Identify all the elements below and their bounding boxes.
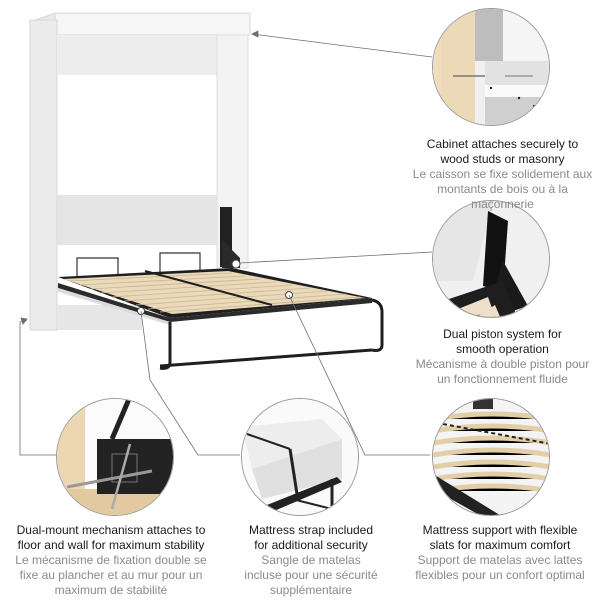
slats-icon [433,399,549,515]
detail-mount-circle [56,398,174,516]
detail-strap-circle [241,398,359,516]
screw-mount-icon [57,399,173,515]
caption-fr-line: Mécanisme à double piston pour [415,357,590,371]
caption-fr-line: montants de bois ou à la maçonnerie [437,182,568,211]
wall-anchor-icon [433,9,549,125]
caption-en-line: Mattress support with flexible [422,523,578,537]
caption-fr-line: Le mécanisme de fixation double se [15,553,207,567]
caption-en-line: slats for maximum comfort [429,538,571,552]
caption-fr-line: un fonctionnement fluide [437,372,568,386]
caption-en-line: Dual piston system for [443,327,562,341]
caption-strap: Mattress strap included for additional s… [222,523,400,598]
piston-icon [433,201,549,317]
caption-en-line: Cabinet attaches securely to [426,137,579,151]
caption-fr-line: supplémentaire [269,583,353,597]
detail-piston-circle [432,200,550,318]
caption-fr-line: maximum de stabilité [54,583,168,597]
caption-en-line: floor and wall for maximum stability [17,538,205,552]
caption-slats: Mattress support with flexible slats for… [400,523,600,583]
caption-fr-line: Support de matelas avec lattes [417,553,583,567]
detail-slats-circle [432,398,550,516]
caption-cabinet: Cabinet attaches securely to wood studs … [405,137,600,212]
caption-fr-line: fixe au plancher et au mur pour un [19,568,203,582]
caption-fr-line: Le caisson se fixe solidement aux [412,167,593,181]
caption-en-line: smooth operation [456,342,549,356]
caption-en-line: Dual-mount mechanism attaches to [16,523,206,537]
caption-fr-line: incluse pour une sécurité [244,568,378,582]
detail-cabinet-circle [432,8,550,126]
caption-mount: Dual-mount mechanism attaches to floor a… [0,523,222,598]
caption-en-line: Mattress strap included [248,523,374,537]
mattress-strap-icon [242,399,358,515]
caption-en-line: wood studs or masonry [440,152,565,166]
caption-fr-line: flexibles pour un confort optimal [415,568,585,582]
caption-piston: Dual piston system for smooth operation … [405,327,600,387]
caption-en-line: for additional security [254,538,368,552]
caption-fr-line: Sangle de matelas [261,553,361,567]
